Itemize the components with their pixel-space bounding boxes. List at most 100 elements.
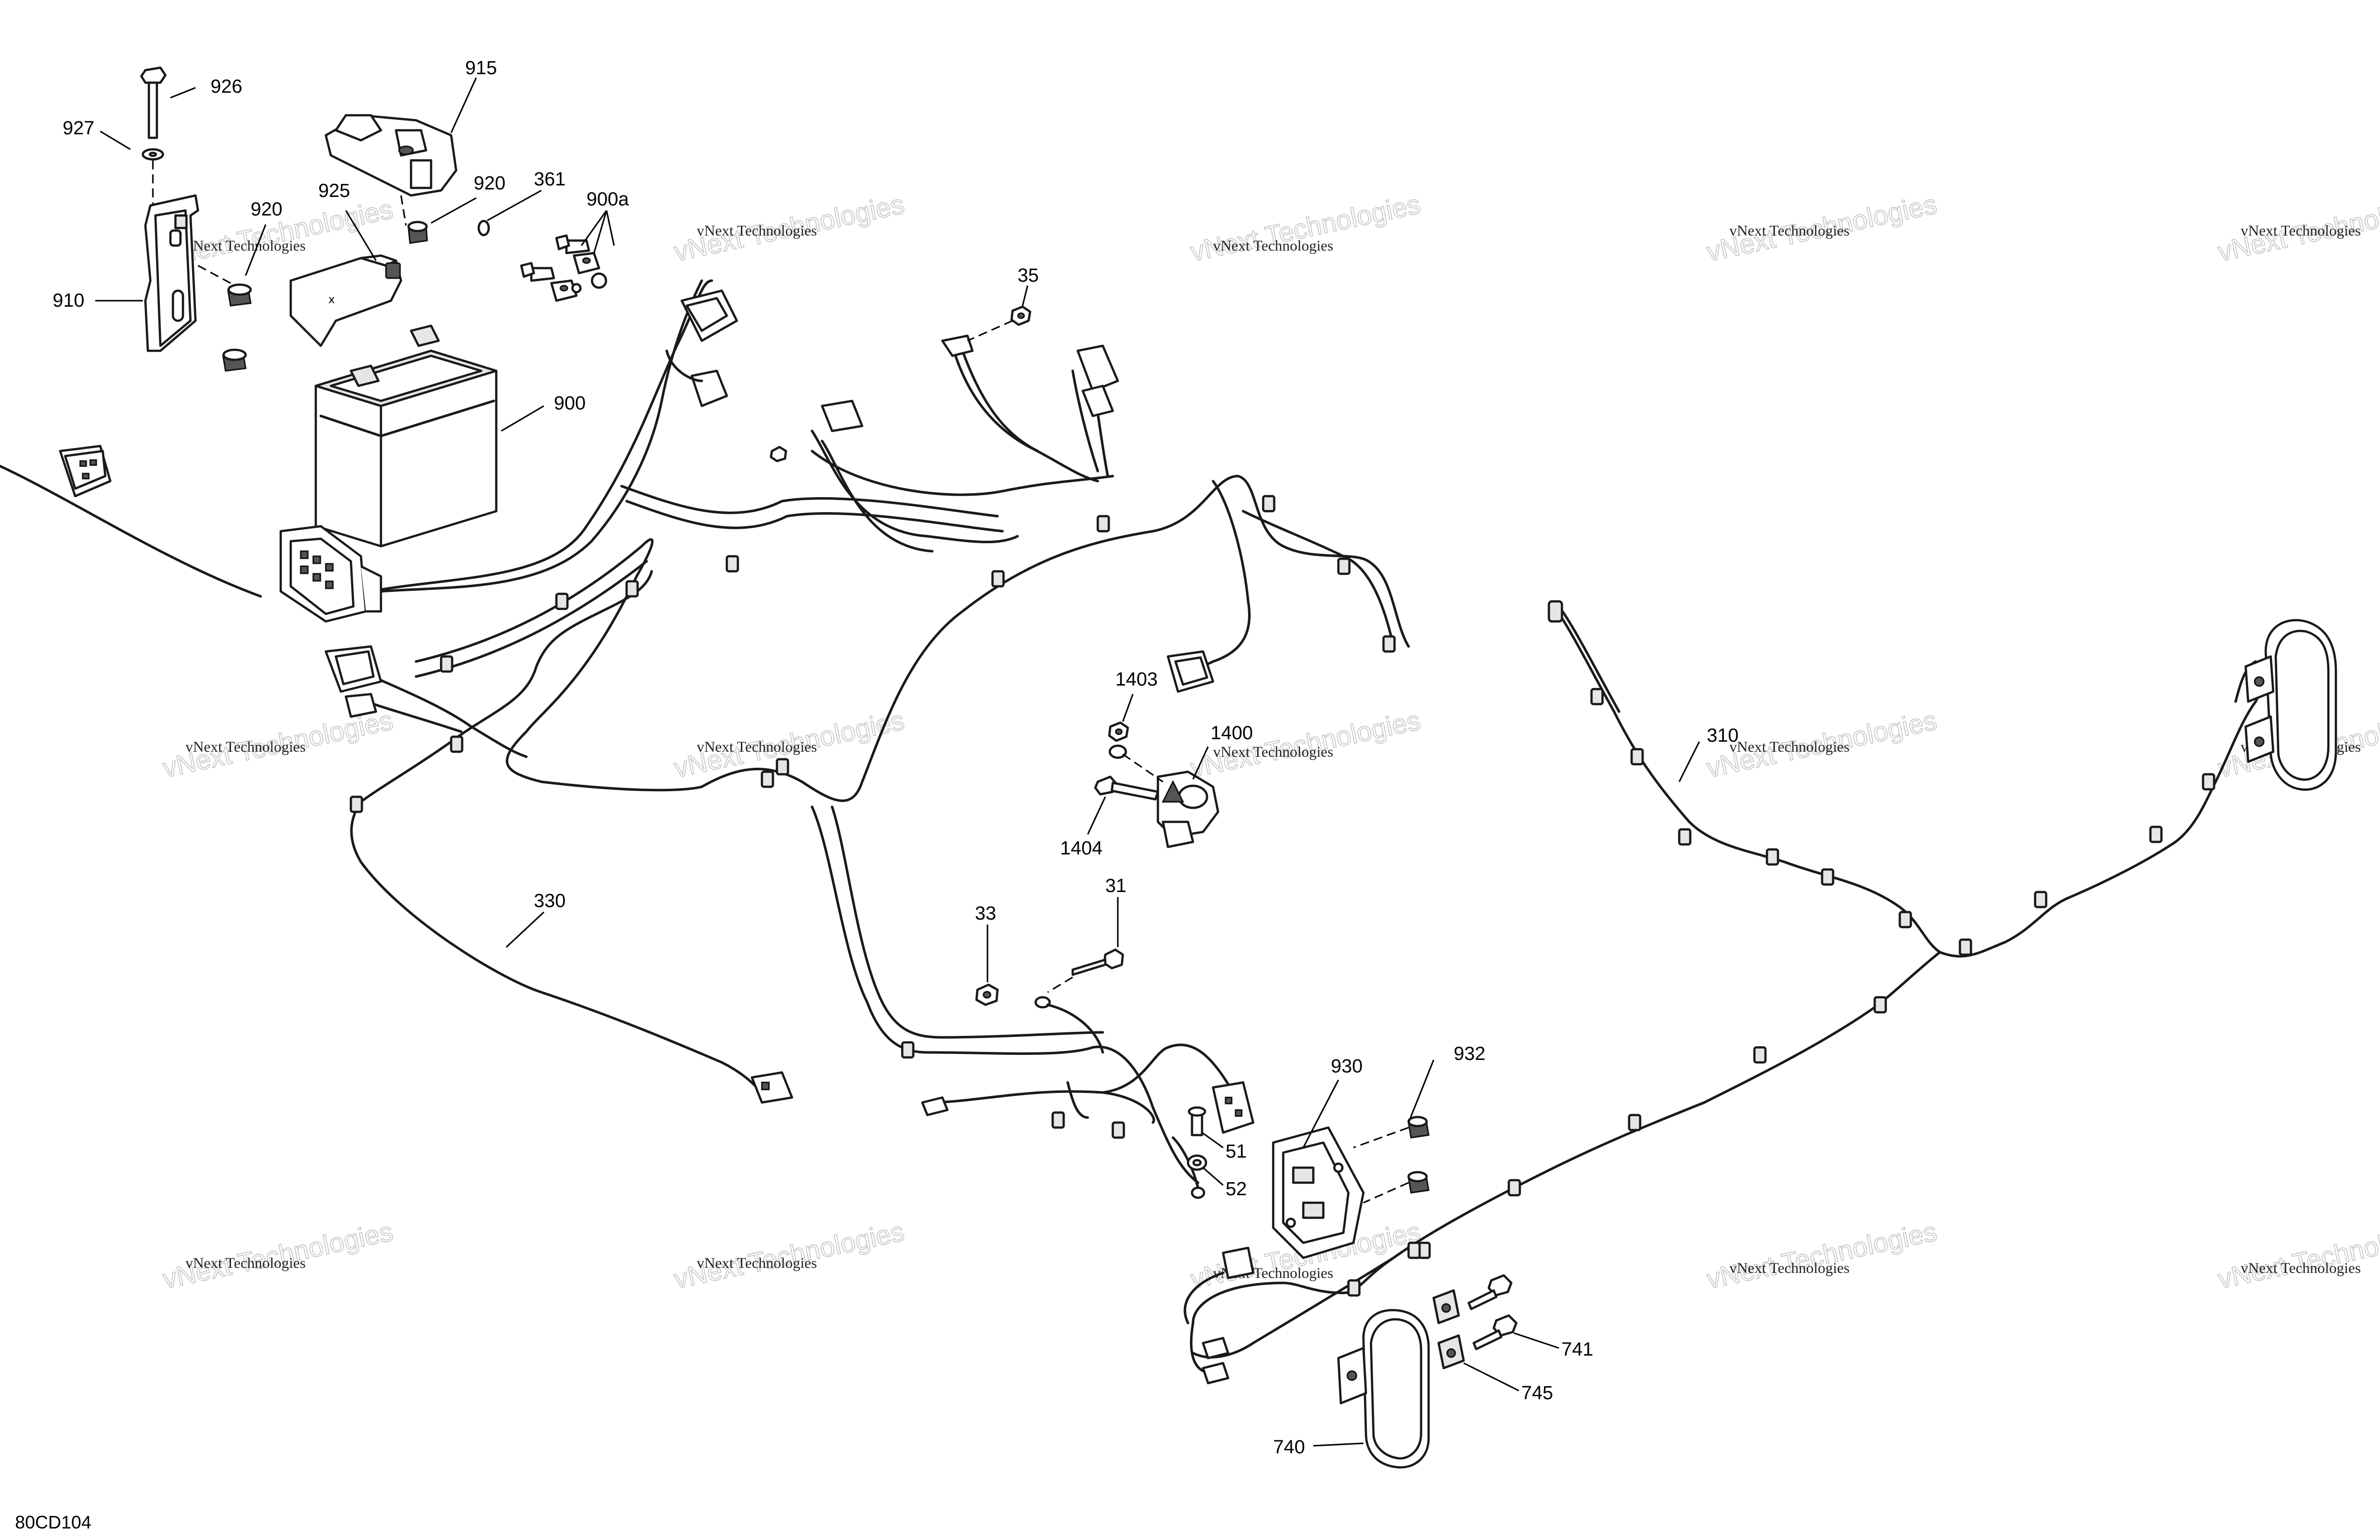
callout-1403: 1403 bbox=[1115, 669, 1158, 690]
leader-lines bbox=[95, 77, 1700, 1447]
grommet bbox=[222, 348, 247, 372]
watermark-layer: vNext Technologies vNext Technologies vN… bbox=[160, 189, 2380, 1295]
nut-35 bbox=[1010, 305, 1032, 326]
bolt-1404 bbox=[1094, 775, 1159, 801]
watermark: vNext Technologies vNext Technologies bbox=[671, 189, 907, 268]
callout-925: 925 bbox=[318, 180, 350, 201]
watermark: vNext Technologies vNext Technologies bbox=[671, 1216, 907, 1295]
washer-927 bbox=[141, 148, 164, 161]
harness-clip bbox=[1628, 1114, 1642, 1132]
harness-clips-main bbox=[349, 495, 1421, 1259]
connector-left-edge bbox=[59, 445, 112, 498]
connector-1400 bbox=[1166, 650, 1215, 693]
watermark-small: vNext Technologies bbox=[1213, 744, 1333, 760]
ground-terminal bbox=[1171, 1136, 1206, 1199]
harness-bracket bbox=[821, 334, 1119, 432]
watermark-small: vNext Technologies bbox=[1729, 739, 1850, 755]
callout-920-left: 920 bbox=[251, 199, 282, 220]
screw-51 bbox=[1187, 1106, 1207, 1137]
harness-clip bbox=[1507, 1179, 1521, 1197]
watermark: vNext Technologies vNext Technologies bbox=[1187, 189, 1424, 268]
module-930 bbox=[1272, 1126, 1365, 1259]
callout-52: 52 bbox=[1226, 1179, 1247, 1200]
harness-clip bbox=[1821, 868, 1835, 886]
harness-clip bbox=[2149, 825, 2163, 843]
harness-clip bbox=[1873, 996, 1887, 1014]
callout-361: 361 bbox=[534, 169, 565, 190]
connector-upper bbox=[665, 289, 738, 407]
ground-terminal bbox=[921, 1096, 949, 1117]
grommet-920 bbox=[227, 283, 252, 307]
watermark: vNext Technologies vNext Technologies bbox=[160, 705, 396, 784]
battery-clamp-915 bbox=[324, 114, 458, 197]
washer-52 bbox=[1186, 1154, 1208, 1171]
connector-pins bbox=[300, 550, 334, 589]
terminal-bolt bbox=[555, 234, 590, 255]
terminal-washer bbox=[590, 272, 608, 289]
bolt-741 bbox=[1467, 1274, 1518, 1351]
callout-932: 932 bbox=[1454, 1043, 1485, 1064]
terminal-bolt bbox=[520, 262, 555, 282]
leader-dash bbox=[1122, 753, 1163, 783]
watermark-small: vNext Technologies bbox=[1213, 238, 1333, 254]
ground-lug bbox=[1034, 996, 1104, 1054]
watermark-small: vNext Technologies bbox=[185, 1255, 306, 1271]
bolt-926 bbox=[140, 66, 167, 139]
harness-clip bbox=[1630, 748, 1644, 766]
watermark-small: vNext Technologies bbox=[697, 739, 817, 755]
battery-900 bbox=[314, 324, 498, 548]
leader-dash bbox=[967, 320, 1013, 342]
battery-plate-925: x bbox=[289, 254, 403, 347]
watermark-small: vNext Technologies bbox=[1729, 223, 1850, 239]
callout-920-right: 920 bbox=[474, 173, 505, 194]
watermark: vNext Technologies vNext Technologies bbox=[2215, 189, 2380, 268]
watermark: vNext Technologies vNext Technologies bbox=[1704, 1216, 1940, 1295]
callout-330: 330 bbox=[534, 891, 565, 912]
callout-926: 926 bbox=[211, 76, 242, 97]
bracket-910 bbox=[144, 194, 200, 352]
harness-clip bbox=[1678, 828, 1692, 846]
terminal-nut bbox=[550, 279, 578, 302]
main-harness-connector bbox=[279, 525, 382, 623]
harness-clip bbox=[1765, 848, 1779, 866]
callout-33: 33 bbox=[975, 903, 996, 924]
leader-dash bbox=[400, 195, 407, 226]
watermark: vNext Technologies vNext Technologies bbox=[671, 705, 907, 784]
harness-clip bbox=[2034, 891, 2048, 909]
watermark: vNext Technologies vNext Technologies bbox=[1704, 189, 1940, 268]
callout-745: 745 bbox=[1521, 1383, 1553, 1404]
leader-dash bbox=[1353, 1127, 1409, 1149]
callout-740: 740 bbox=[1273, 1437, 1305, 1458]
watermark-small: vNext Technologies bbox=[2241, 223, 2361, 239]
harness-clip bbox=[1347, 1279, 1361, 1297]
callout-31: 31 bbox=[1105, 875, 1126, 897]
harness-end-connector bbox=[1547, 600, 1563, 623]
connector-rear-bottom bbox=[1202, 1246, 1255, 1385]
harness-clip bbox=[1753, 1046, 1767, 1064]
harness-clip bbox=[2202, 773, 2216, 791]
watermark-small: vNext Technologies bbox=[185, 739, 306, 755]
watermark-small: vNext Technologies bbox=[697, 223, 817, 239]
connector-module bbox=[1212, 1081, 1255, 1134]
watermark-small: vNext Technologies bbox=[697, 1255, 817, 1271]
tail-lamp-740 bbox=[1337, 1309, 1430, 1469]
watermark: vNext Technologies vNext Technologies bbox=[2215, 1216, 2380, 1295]
watermark-small: vNext Technologies bbox=[185, 238, 306, 254]
cross-mark: x bbox=[328, 294, 335, 306]
callout-labels: 926 927 915 920 925 920 361 900a 910 900… bbox=[53, 58, 1738, 1458]
diagram-code: 80CD104 bbox=[15, 1512, 91, 1532]
callout-741: 741 bbox=[1561, 1339, 1593, 1360]
nut-1403 bbox=[1108, 721, 1129, 759]
leader-dash bbox=[1047, 976, 1073, 993]
callout-915: 915 bbox=[465, 58, 497, 79]
callout-927: 927 bbox=[63, 118, 94, 139]
watermark-large: vNext Technologies bbox=[1704, 1216, 1940, 1294]
connector-front-left bbox=[324, 645, 382, 718]
grommet-932 bbox=[1407, 1116, 1430, 1139]
watermark-large: vNext Technologies bbox=[2216, 1216, 2380, 1294]
callout-900a: 900a bbox=[586, 189, 629, 210]
leader-dash bbox=[1363, 1182, 1409, 1204]
callout-1404: 1404 bbox=[1060, 838, 1103, 859]
washer bbox=[1108, 744, 1127, 759]
